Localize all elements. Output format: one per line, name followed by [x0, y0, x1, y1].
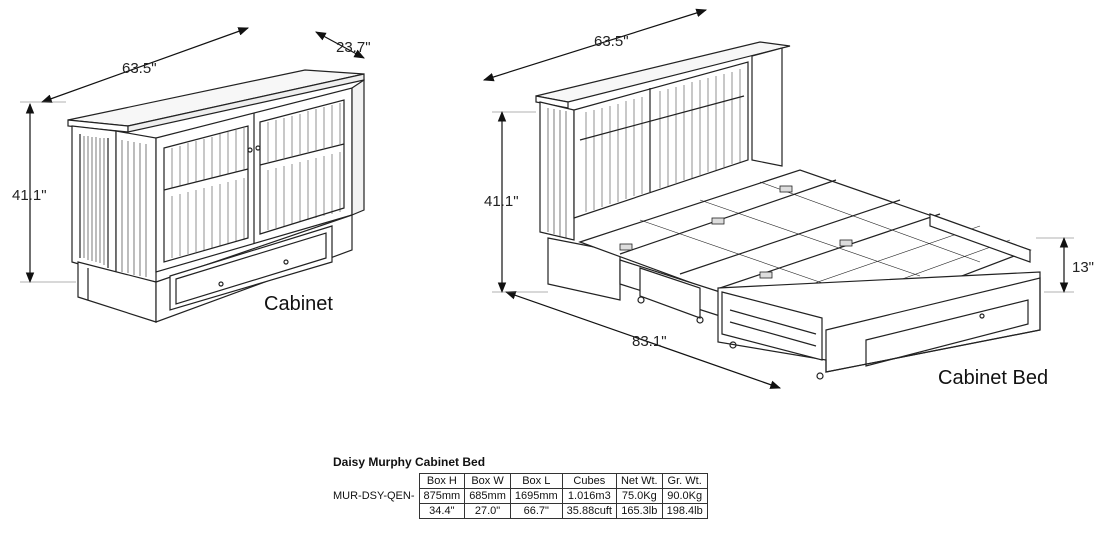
header-gr-wt: Gr. Wt. — [661, 473, 708, 489]
header-box-w: Box W — [464, 473, 511, 489]
cabinet-bed-drawing — [535, 41, 1041, 380]
imperial-cubes: 35.88cuft — [561, 503, 617, 519]
spec-header-row: Box H Box W Box L Cubes Net Wt. Gr. Wt. — [333, 473, 708, 489]
cabinet-label: Cabinet — [264, 293, 333, 315]
cabinet-dimensions — [20, 27, 365, 284]
metric-box-h: 875mm — [418, 488, 466, 504]
bed-width-label: 63.5" — [594, 33, 629, 50]
spec-model: MUR-DSY-QEN- — [333, 490, 415, 502]
metric-gr-wt: 90.0Kg — [661, 488, 708, 504]
header-box-l: Box L — [509, 473, 563, 489]
imperial-box-w: 27.0" — [464, 503, 511, 519]
metric-cubes: 1.016m3 — [561, 488, 617, 504]
metric-box-w: 685mm — [464, 488, 511, 504]
cabinet-width-label: 63.5" — [122, 60, 157, 77]
bed-height-label: 41.1" — [484, 193, 519, 210]
cabinet-bed-label: Cabinet Bed — [938, 367, 1048, 389]
spec-imperial-row: 34.4" 27.0" 66.7" 35.88cuft 165.3lb 198.… — [333, 503, 708, 519]
imperial-net-wt: 165.3lb — [615, 503, 663, 519]
spec-table: Box H Box W Box L Cubes Net Wt. Gr. Wt. … — [333, 473, 708, 519]
imperial-gr-wt: 198.4lb — [661, 503, 708, 519]
cabinet-bed-dimensions — [482, 8, 1074, 389]
spec-metric-row: MUR-DSY-QEN- 875mm 685mm 1695mm 1.016m3 … — [333, 488, 708, 504]
bed-length-label: 83.1" — [632, 333, 667, 350]
imperial-box-h: 34.4" — [418, 503, 466, 519]
spec-model-spacer — [333, 474, 419, 489]
header-cubes: Cubes — [561, 473, 617, 489]
cabinet-height-label: 41.1" — [12, 187, 47, 204]
spec-title: Daisy Murphy Cabinet Bed — [333, 455, 486, 469]
metric-box-l: 1695mm — [509, 488, 563, 504]
imperial-box-l: 66.7" — [509, 503, 563, 519]
header-net-wt: Net Wt. — [615, 473, 663, 489]
spec-model-empty — [333, 504, 419, 519]
header-box-h: Box H — [418, 473, 466, 489]
cabinet-depth-label: 23.7" — [336, 39, 371, 56]
bed-platform-height-label: 13" — [1072, 259, 1094, 276]
cabinet-drawing — [67, 69, 365, 323]
metric-net-wt: 75.0Kg — [615, 488, 663, 504]
